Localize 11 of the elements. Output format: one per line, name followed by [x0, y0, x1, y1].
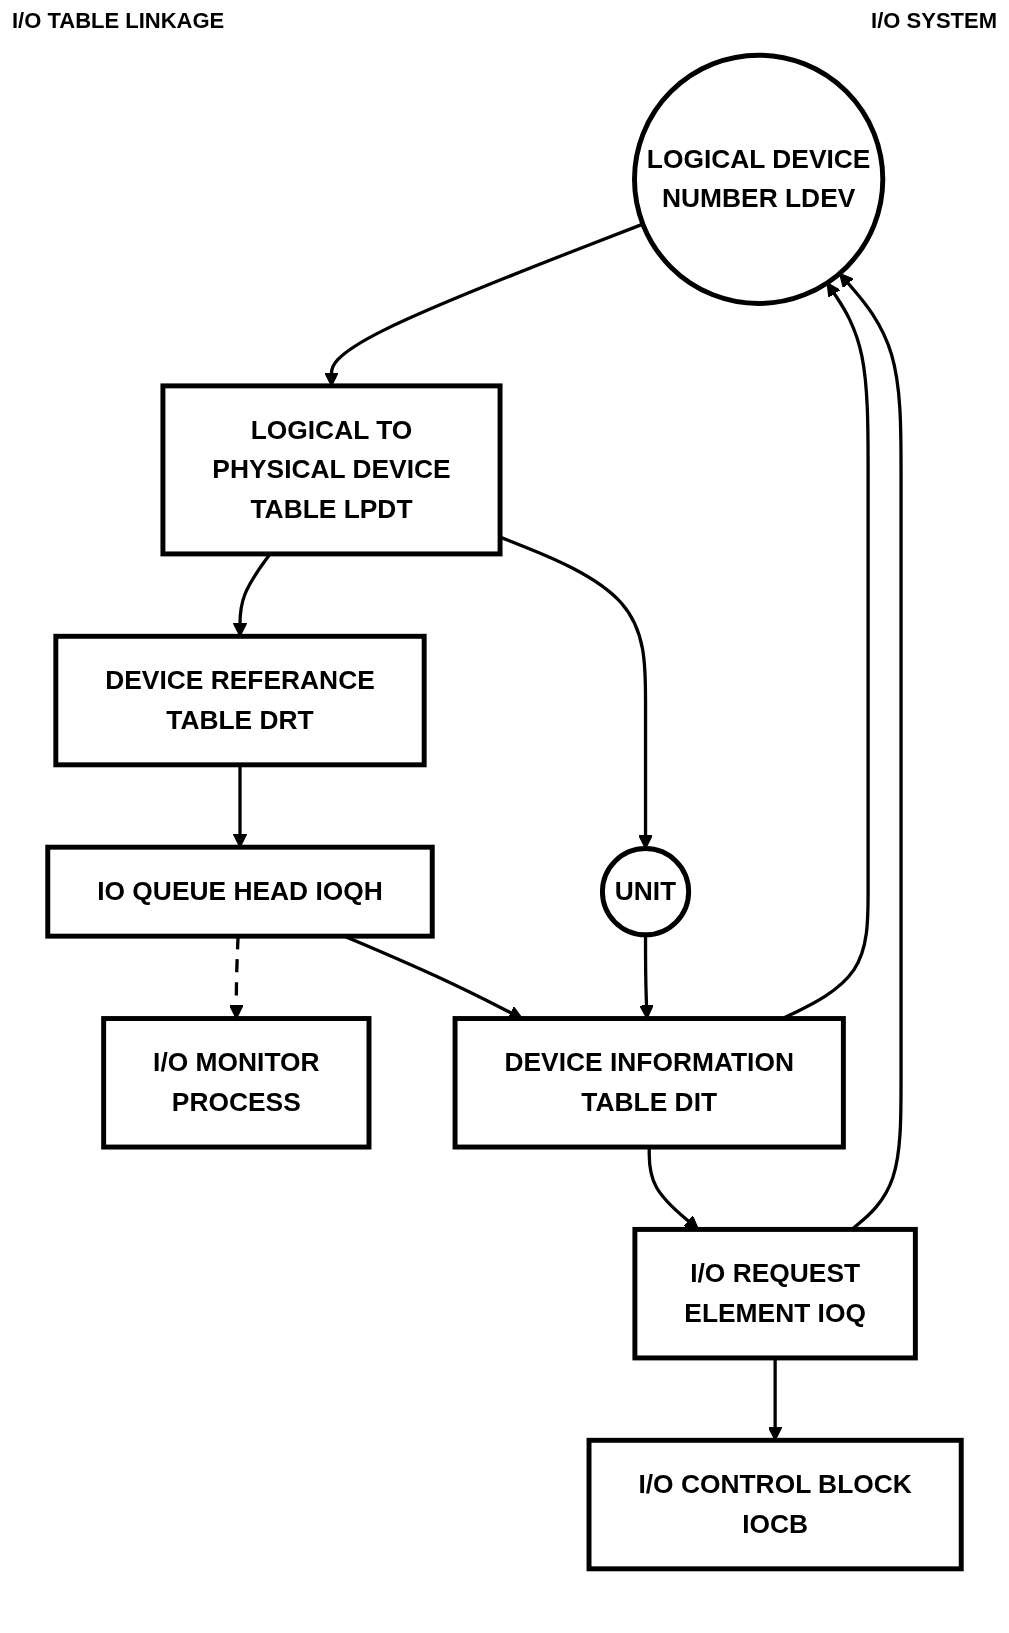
- node-box: DEVICE INFORMATION TABLE DIT: [452, 1016, 846, 1150]
- node-box: DEVICE REFERANCE TABLE DRT: [53, 633, 427, 768]
- node-circle: UNIT: [599, 846, 692, 938]
- diagram-title: I/O TABLE LINKAGE: [12, 8, 225, 34]
- header-label: I/O SYSTEM: [871, 8, 997, 33]
- node-box: I/O REQUEST ELEMENT IOQ: [632, 1226, 918, 1361]
- node-box: LOGICAL TO PHYSICAL DEVICE TABLE LPDT: [160, 383, 503, 557]
- node-box: IO QUEUE HEAD IOQH: [45, 844, 435, 939]
- node-circle: LOGICAL DEVICE NUMBER LDEV: [632, 52, 886, 306]
- node-box: I/O CONTROL BLOCK IOCB: [586, 1437, 964, 1572]
- node-box: I/O MONITOR PROCESS: [101, 1016, 372, 1150]
